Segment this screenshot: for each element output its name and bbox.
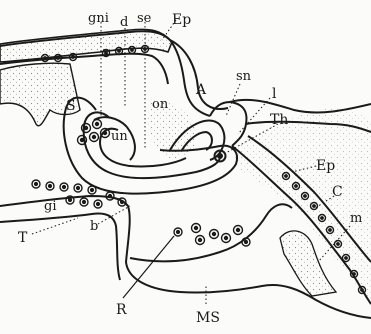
label-s: S	[66, 98, 76, 114]
leader-r	[123, 236, 174, 298]
label-r: R	[116, 302, 127, 318]
label-gi: gi	[44, 199, 56, 214]
label-gni: gni	[88, 11, 109, 26]
outer-right-line	[230, 100, 371, 113]
label-m: m	[350, 211, 362, 226]
inner-curve-a	[170, 40, 228, 109]
label-ms: MS	[196, 310, 220, 326]
epithelium-right	[210, 102, 246, 146]
label-ep-top: Ep	[172, 12, 191, 28]
lower-inner-line	[0, 214, 120, 281]
leader-l	[238, 98, 270, 134]
label-se: se	[137, 11, 152, 26]
label-sn: sn	[236, 69, 252, 84]
label-d: d	[120, 15, 128, 30]
label-th: Th	[270, 112, 288, 128]
lower-surface-line	[130, 204, 292, 261]
gland-cell-cluster	[78, 120, 110, 145]
label-l: l	[272, 86, 277, 102]
label-c: C	[332, 184, 343, 200]
label-t: T	[18, 230, 28, 246]
label-on: on	[152, 97, 169, 112]
leader-t	[32, 218, 78, 234]
label-b: b	[90, 219, 98, 234]
label-ep-right: Ep	[316, 158, 335, 174]
label-a: A	[195, 82, 207, 98]
label-un: un	[111, 129, 128, 144]
left-tissue-mass	[0, 63, 80, 126]
thread-cell-core	[218, 154, 222, 158]
